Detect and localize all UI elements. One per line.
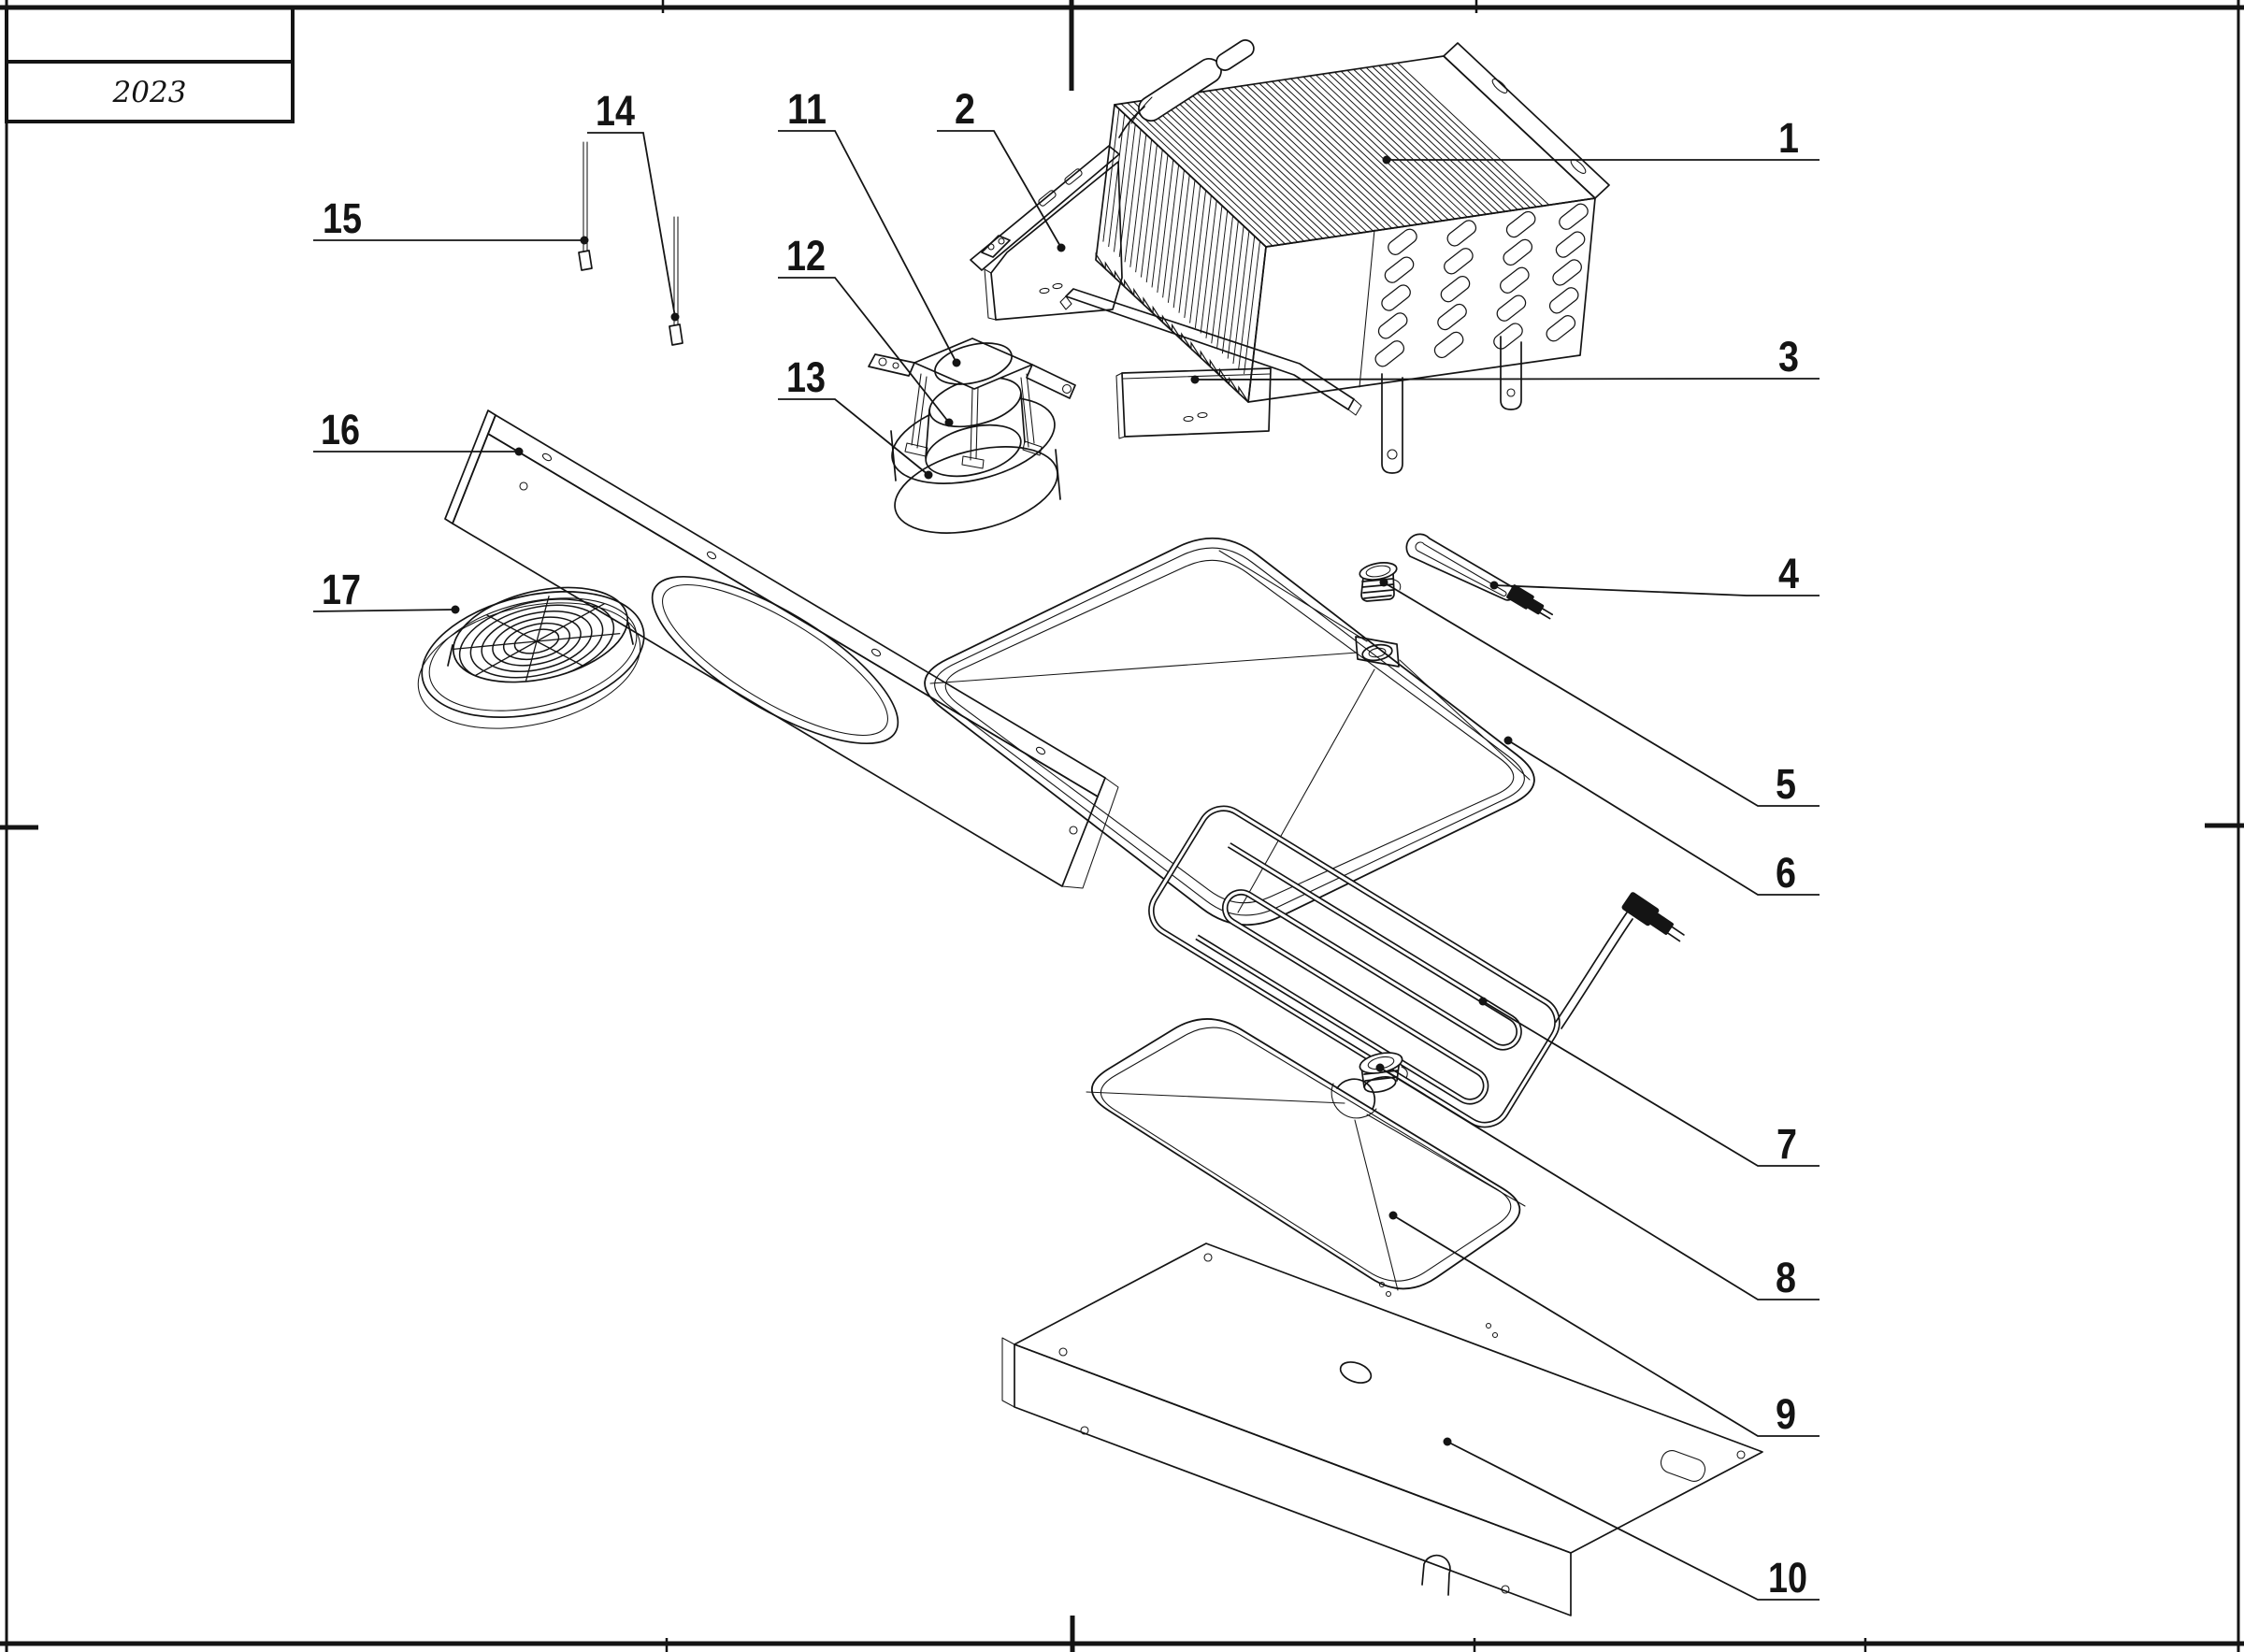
callout-3-dot — [1190, 375, 1200, 384]
callout-11-label: 11 — [787, 85, 827, 133]
part-defrost-thermostat — [1405, 533, 1553, 620]
part-fan-motor — [925, 376, 1026, 478]
callout-15-dot — [580, 236, 589, 245]
callout-12-label: 12 — [786, 232, 826, 280]
callout-15: 15 — [313, 194, 589, 245]
callout-12-leader — [778, 277, 950, 424]
callout-12: 12 — [778, 232, 954, 427]
callout-14-label: 14 — [596, 87, 635, 135]
title-block-year: 2023 — [112, 76, 187, 109]
callout-17-label: 17 — [322, 566, 361, 613]
callout-1-dot — [1382, 155, 1391, 165]
callout-5-leader — [1383, 582, 1820, 807]
callout-10-dot — [1443, 1437, 1452, 1446]
callout-5-label: 5 — [1776, 760, 1796, 808]
part-fan-motor-bracket — [868, 338, 1076, 469]
callout-11-leader — [778, 130, 957, 364]
callout-6-label: 6 — [1776, 849, 1796, 897]
callout-2: 2 — [937, 85, 1066, 252]
callout-6-dot — [1503, 736, 1513, 745]
callout-3-leader — [1194, 378, 1820, 381]
part-right-mounting-bracket — [1059, 288, 1362, 439]
callout-3: 3 — [1190, 333, 1820, 384]
callout-2-label: 2 — [955, 85, 975, 133]
callout-14-leader — [587, 132, 676, 318]
callout-10: 10 — [1443, 1437, 1820, 1602]
thermostat-connector — [1506, 584, 1553, 620]
callout-8: 8 — [1375, 1063, 1820, 1301]
callout-7-dot — [1478, 997, 1488, 1006]
callout-15-label: 15 — [323, 194, 362, 242]
part-temperature-sensor-14 — [669, 216, 683, 346]
callout-13-label: 13 — [786, 353, 826, 401]
callout-6-leader — [1507, 740, 1820, 896]
part-left-mounting-bracket — [970, 145, 1123, 321]
callout-4-dot — [1489, 581, 1499, 590]
callout-17-leader — [312, 609, 456, 612]
callout-9-leader — [1392, 1214, 1820, 1437]
callout-2-dot — [1057, 243, 1066, 252]
callout-13-dot — [924, 470, 933, 480]
callout-14: 14 — [587, 87, 680, 322]
part-bottom-cover-panel — [1001, 1243, 1763, 1616]
callout-1-label: 1 — [1778, 114, 1799, 162]
callout-4-label: 4 — [1778, 550, 1799, 597]
callout-4-leader — [1493, 584, 1820, 596]
callout-9-label: 9 — [1776, 1390, 1796, 1438]
callout-11-dot — [952, 358, 961, 367]
part-evaporator-coil — [1095, 39, 1610, 474]
title-block-frame — [5, 6, 295, 123]
callout-16-dot — [514, 447, 524, 456]
title-block: 2023 — [5, 6, 295, 123]
callout-2-leader — [937, 130, 1062, 249]
part-vent-grille — [417, 586, 645, 729]
part-temperature-sensor-15 — [578, 141, 593, 271]
callout-4: 4 — [1489, 550, 1820, 597]
callout-10-label: 10 — [1768, 1554, 1807, 1602]
callout-17-dot — [451, 605, 460, 614]
callout-17: 17 — [312, 566, 460, 614]
callout-10-leader — [1446, 1441, 1820, 1601]
callout-9: 9 — [1388, 1211, 1820, 1438]
callout-16: 16 — [313, 406, 524, 456]
callout-9-dot — [1388, 1211, 1398, 1220]
part-drain-fitting — [1359, 562, 1402, 602]
part-drip-tray — [924, 537, 1535, 927]
callout-7-label: 7 — [1776, 1120, 1797, 1168]
part-freezer-tray — [1086, 1018, 1526, 1291]
callout-11: 11 — [778, 85, 961, 367]
callout-1: 1 — [1382, 114, 1820, 165]
part-drain-cup — [1359, 1052, 1408, 1093]
callout-14-dot — [670, 312, 680, 322]
callout-3-label: 3 — [1778, 333, 1799, 381]
part-defrost-heater — [1148, 805, 1685, 1128]
part-air-duct-cover — [444, 409, 1119, 889]
callout-8-leader — [1379, 1067, 1820, 1300]
callout-7-leader — [1482, 1000, 1820, 1167]
callout-13: 13 — [778, 353, 933, 480]
callout-7: 7 — [1478, 997, 1820, 1168]
callout-13-leader — [778, 398, 929, 476]
callout-5-dot — [1379, 578, 1388, 587]
callout-5: 5 — [1379, 578, 1820, 808]
callout-8-label: 8 — [1776, 1254, 1796, 1301]
heater-connector — [1621, 892, 1685, 942]
callout-8-dot — [1375, 1063, 1385, 1072]
callout-6: 6 — [1503, 736, 1820, 897]
callout-12-dot — [944, 418, 954, 427]
callout-16-label: 16 — [321, 406, 360, 453]
